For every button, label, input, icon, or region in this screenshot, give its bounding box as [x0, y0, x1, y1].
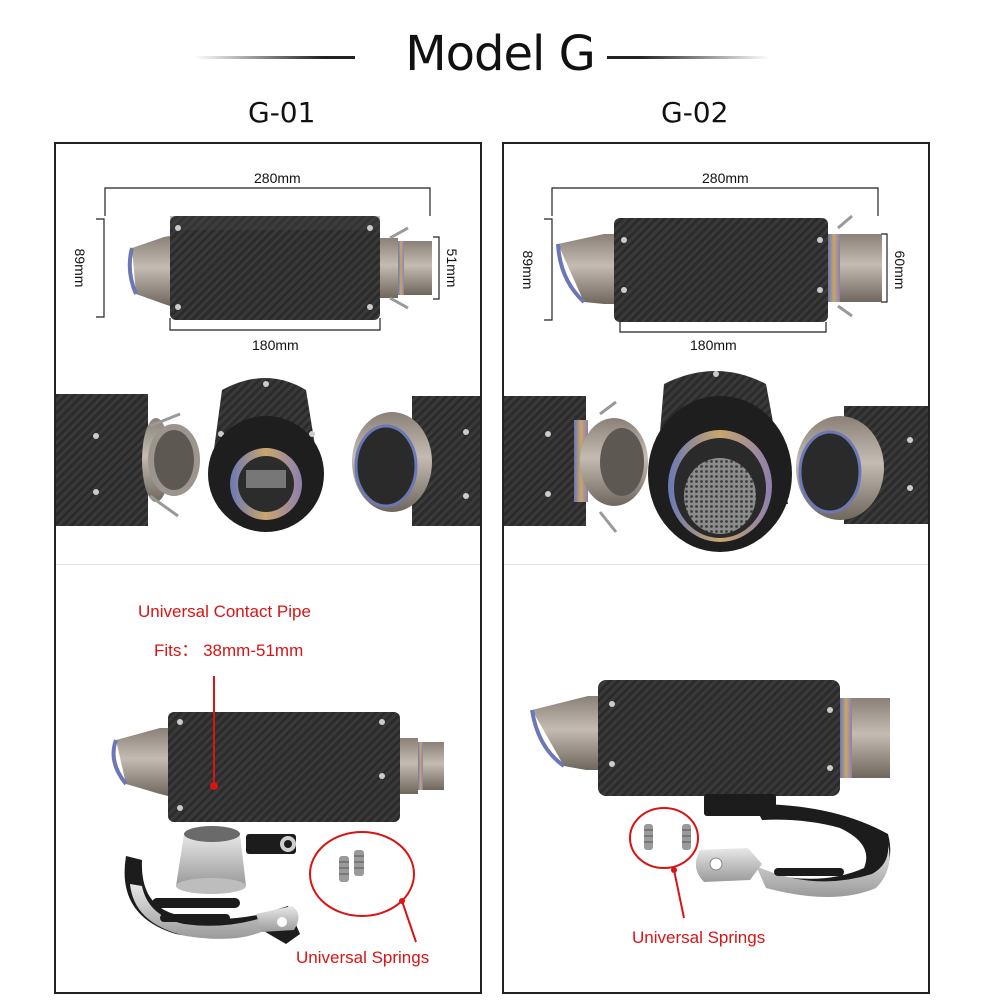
g02-separator	[504, 564, 928, 565]
model-label-g02: G-02	[661, 96, 729, 129]
g01-total-length: 280mm	[254, 170, 301, 186]
g01-springs-label: Universal Springs	[296, 948, 430, 967]
g02-height: 89mm	[520, 250, 536, 290]
g02-springs-label: Universal Springs	[632, 928, 766, 947]
g01-fits-label: Fits： 38mm-51mm	[154, 641, 304, 660]
g01-contact-pipe-label: Universal Contact Pipe	[138, 602, 311, 621]
model-label-g01: G-01	[248, 96, 316, 129]
g01-outlet: 51mm	[444, 248, 460, 288]
panel-g01: 280mm 180mm 89mm 51mm Universal Contact …	[54, 142, 482, 994]
g01-body-length: 180mm	[252, 337, 299, 353]
g01-height: 89mm	[72, 248, 88, 288]
page-title: Model G	[405, 26, 596, 82]
g02-outlet: 60mm	[892, 250, 908, 290]
g01-illustration	[56, 187, 480, 944]
g02-total-length: 280mm	[702, 170, 749, 186]
title-line-left	[195, 56, 355, 59]
title-area: Model G	[0, 20, 1000, 90]
g02-body-length: 180mm	[690, 337, 737, 353]
g01-separator	[56, 564, 480, 565]
g02-illustration	[504, 187, 928, 919]
panel-g02: 280mm 180mm 89mm 60mm Universal Springs	[502, 142, 930, 994]
title-line-right	[607, 56, 769, 59]
